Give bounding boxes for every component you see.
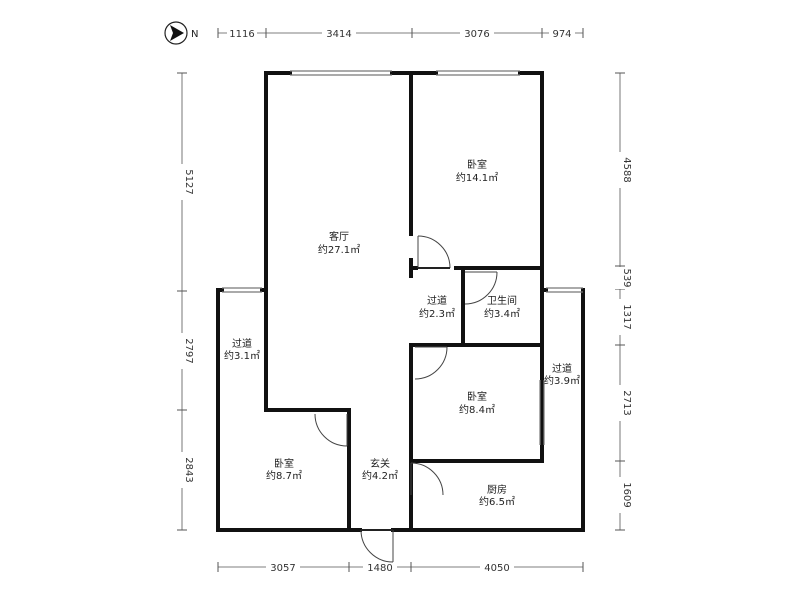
door-kitchen: [410, 462, 444, 496]
door-entrance: [360, 529, 394, 563]
room-kitchen: 厨房 约6.5㎡: [479, 483, 515, 508]
dimension-left: 5127 2797 2843: [176, 72, 194, 531]
room-bedroom-sw-name: 卧室: [274, 457, 294, 470]
room-bedroom-ne: 卧室 约14.1㎡: [456, 158, 498, 184]
room-hall-center: 过道 约2.3㎡: [419, 294, 455, 320]
room-entrance-name: 玄关: [370, 457, 390, 470]
room-labels: 客厅 约27.1㎡ 卧室 约14.1㎡ 过道 约2.3㎡ 卫生间 约3.4㎡ 过…: [224, 158, 580, 508]
compass: N: [164, 21, 198, 45]
window-living-top: [290, 70, 392, 76]
room-kitchen-name: 厨房: [487, 483, 507, 496]
compass-arrow-icon: [170, 25, 184, 41]
room-hall-east-name: 过道: [552, 362, 572, 375]
compass-north-label: N: [191, 29, 198, 40]
dimension-bottom: 3057 1480 4050: [217, 561, 584, 574]
room-kitchen-area: 约6.5㎡: [479, 495, 515, 508]
room-hall-east: 过道 约3.9㎡: [544, 362, 580, 387]
dim-bottom-1: 3057: [270, 563, 295, 574]
dim-right-1: 4588: [621, 157, 632, 182]
room-living-area: 约27.1㎡: [318, 243, 360, 256]
window-bedroom-top: [436, 70, 520, 76]
room-bathroom: 卫生间 约3.4㎡: [484, 294, 520, 320]
room-living: 客厅 约27.1㎡: [318, 230, 360, 256]
room-living-name: 客厅: [329, 230, 349, 243]
dim-top-1: 1116: [229, 29, 254, 40]
dimension-top: 1116 3414 3076 974: [217, 27, 584, 40]
windows: [222, 70, 583, 445]
room-bedroom-ne-area: 约14.1㎡: [456, 171, 498, 184]
room-hall-west: 过道 约3.1㎡: [224, 337, 260, 362]
room-hall-west-area: 约3.1㎡: [224, 349, 260, 362]
dim-top-2: 3414: [326, 29, 351, 40]
dim-left-3: 2843: [183, 457, 194, 482]
room-hall-east-area: 约3.9㎡: [544, 374, 580, 387]
room-bedroom-ne-name: 卧室: [467, 158, 487, 171]
room-bathroom-name: 卫生间: [487, 294, 517, 307]
dim-right-3: 1317: [621, 304, 632, 329]
dim-right-2: 539: [621, 268, 632, 287]
room-bedroom-sw: 卧室 约8.7㎡: [266, 457, 302, 482]
room-entrance: 玄关 约4.2㎡: [362, 457, 398, 482]
room-hall-center-area: 约2.3㎡: [419, 307, 455, 320]
room-bathroom-area: 约3.4㎡: [484, 307, 520, 320]
dim-top-4: 974: [552, 29, 571, 40]
doors: [314, 235, 498, 563]
door-bedroom-ne: [417, 235, 451, 269]
dimension-right: 4588 539 1317 2713 1609: [614, 72, 632, 531]
room-hall-center-name: 过道: [427, 294, 447, 307]
dim-left-2: 2797: [183, 338, 194, 363]
window-west-hall: [222, 287, 262, 293]
dim-left-1: 5127: [183, 169, 194, 194]
dim-bottom-3: 4050: [484, 563, 509, 574]
dim-bottom-2: 1480: [367, 563, 392, 574]
room-bedroom-mid-name: 卧室: [467, 390, 487, 403]
room-bedroom-sw-area: 约8.7㎡: [266, 469, 302, 482]
window-bedroom-mid-east: [539, 380, 545, 445]
room-bedroom-mid-area: 约8.4㎡: [459, 403, 495, 416]
window-east-hall: [546, 287, 583, 293]
walls: [216, 71, 585, 532]
dim-right-5: 1609: [621, 482, 632, 507]
room-bedroom-mid: 卧室 约8.4㎡: [459, 390, 495, 416]
room-hall-west-name: 过道: [232, 337, 252, 350]
dim-top-3: 3076: [464, 29, 489, 40]
room-entrance-area: 约4.2㎡: [362, 469, 398, 482]
dim-right-4: 2713: [621, 390, 632, 415]
door-bedroom-mid: [414, 346, 448, 380]
door-bathroom: [464, 271, 498, 305]
door-bedroom-sw: [314, 413, 348, 447]
